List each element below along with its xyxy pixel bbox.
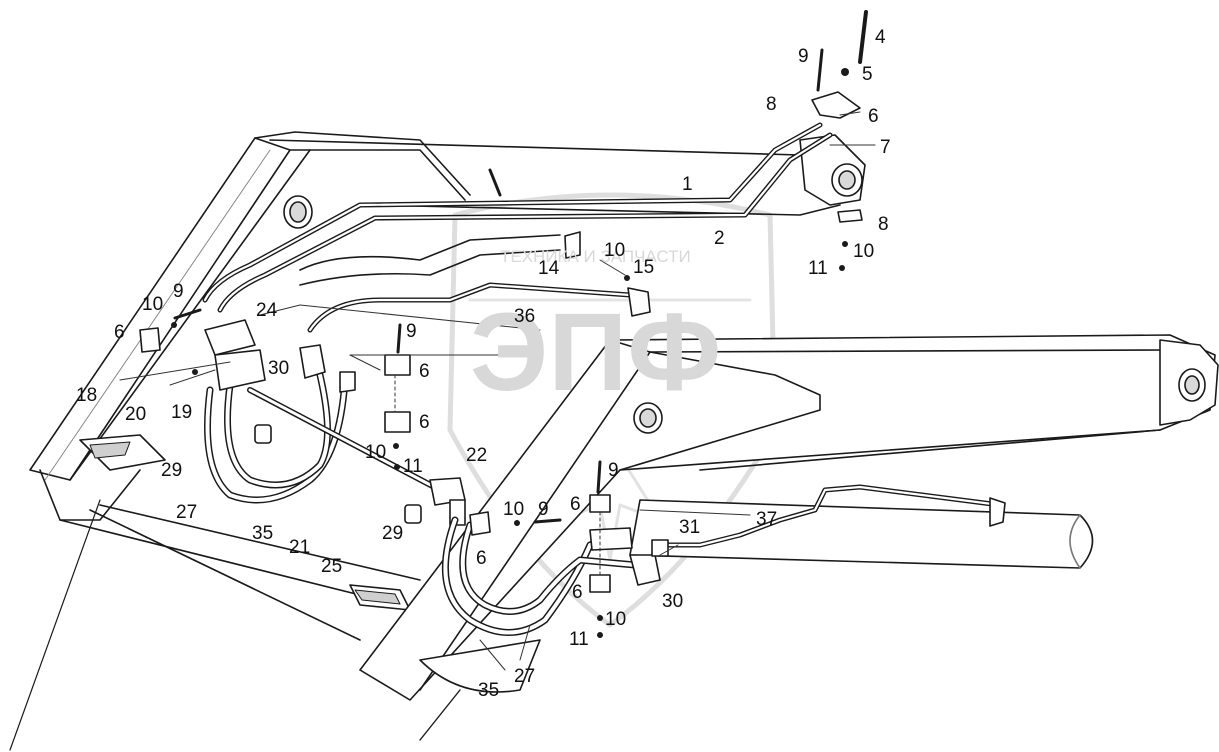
watermark-logo-text: ЭПФ (470, 291, 721, 414)
callout-5: 5 (862, 64, 873, 85)
steel-tube-37 (657, 484, 1006, 548)
callout-15: 15 (633, 257, 654, 278)
callout-6: 6 (570, 494, 581, 515)
left-loader-arm (9, 131, 471, 751)
callout-6: 6 (868, 106, 879, 127)
callout-29: 29 (382, 523, 403, 544)
callout-22: 22 (466, 445, 487, 466)
callout-24: 24 (256, 300, 278, 321)
callout-27: 27 (514, 666, 535, 687)
callout-9: 9 (173, 281, 184, 302)
callout-2: 2 (714, 228, 725, 249)
callout-18: 18 (76, 385, 97, 406)
callout-20: 20 (125, 404, 146, 425)
callout-27: 27 (176, 502, 197, 523)
top-end-bracket (269, 134, 866, 216)
left-hose-bundle (204, 319, 466, 526)
callout-10: 10 (142, 294, 163, 315)
steel-tube-1 (202, 122, 823, 303)
right-loader-arm (359, 334, 1219, 741)
callout-10: 10 (503, 499, 524, 520)
callout-14: 14 (538, 258, 560, 279)
callout-35: 35 (252, 523, 273, 544)
callout-6: 6 (419, 412, 430, 433)
callout-25: 25 (321, 556, 342, 577)
callout-36: 36 (514, 306, 535, 327)
callout-11: 11 (403, 456, 423, 477)
callout-6: 6 (114, 322, 125, 343)
callout-6: 6 (476, 548, 487, 569)
callout-9: 9 (406, 321, 417, 342)
callout-37: 37 (756, 509, 777, 530)
callout-9: 9 (608, 460, 619, 481)
callout-30: 30 (268, 358, 289, 379)
watermark-top-text: ТЕХНИКА И ЗАПЧАСТИ (500, 247, 691, 266)
callout-19: 19 (171, 402, 192, 423)
callout-labels: 1 2 4 5 6 7 8 8 9 10 11 10 14 15 10 9 6 … (76, 27, 891, 701)
bolts (173, 10, 868, 524)
leader-lines (119, 111, 876, 671)
callout-10: 10 (605, 609, 626, 630)
callout-11: 11 (808, 258, 828, 279)
callout-10: 10 (853, 241, 874, 262)
callout-21: 21 (289, 537, 310, 558)
callout-29: 29 (161, 460, 182, 481)
callout-6: 6 (419, 361, 430, 382)
right-hose-bundle (441, 516, 669, 636)
callout-4: 4 (875, 27, 886, 48)
callout-7: 7 (880, 137, 891, 158)
callout-8: 8 (878, 214, 889, 235)
callout-30: 30 (662, 591, 683, 612)
callout-10: 10 (365, 442, 386, 463)
steel-tube-2 (217, 132, 833, 313)
callout-9: 9 (538, 499, 549, 520)
clamps (139, 91, 863, 593)
crossmember (299, 168, 561, 286)
callout-6: 6 (572, 582, 583, 603)
steel-tube-36 (307, 282, 651, 333)
callout-11: 11 (569, 629, 589, 650)
callout-10: 10 (604, 240, 625, 261)
callout-9: 9 (798, 46, 809, 67)
callout-35: 35 (478, 680, 499, 701)
callout-31: 31 (679, 517, 700, 538)
nuts-washers (171, 68, 849, 638)
callout-8: 8 (766, 94, 777, 115)
callout-1: 1 (682, 174, 693, 195)
